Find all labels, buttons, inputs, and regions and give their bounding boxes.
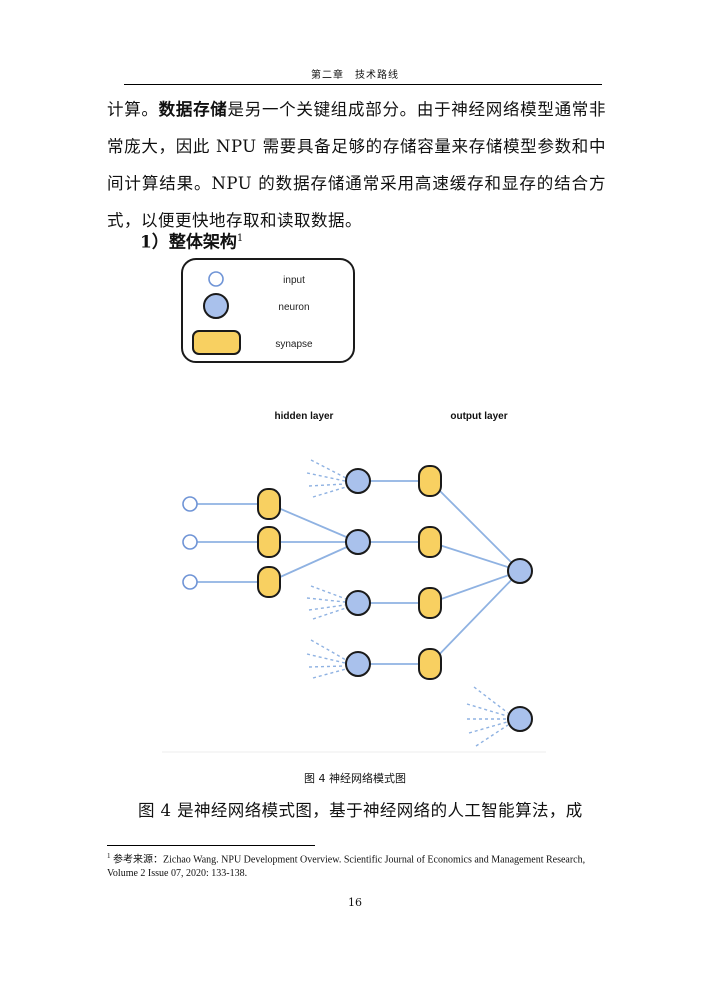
dashed-connections [306, 459, 509, 747]
output-layer [507, 558, 533, 732]
synapse-node [257, 488, 281, 520]
input-node [182, 574, 198, 590]
legend-neuron-label: neuron [278, 302, 309, 313]
hidden-layer [345, 468, 371, 677]
synapse-node [257, 566, 281, 598]
header-rule [124, 84, 602, 85]
synapse-layer-2 [418, 465, 442, 680]
hidden-neuron [345, 468, 371, 494]
paragraph-rest: 是另一个关键组成部分。由于神经网络模型通常非常庞大，因此 NPU 需要具备足够的… [107, 100, 607, 230]
footnote-number: 1 [107, 852, 111, 860]
neural-network-figure: input neuron synapse hidden layer output… [162, 258, 546, 753]
output-layer-label: output layer [450, 411, 507, 422]
footnote-rule [107, 845, 315, 846]
footnote-marker: 1 [236, 233, 244, 244]
synapse-node [418, 648, 442, 680]
legend-synapse-label: synapse [275, 339, 313, 350]
synapse-node [418, 526, 442, 558]
input-node [182, 496, 198, 512]
output-neuron [507, 558, 533, 584]
footnote: 1 参考来源：Zichao Wang. NPU Development Over… [107, 849, 607, 881]
hidden-neuron [345, 529, 371, 555]
footnote-text: 参考来源：Zichao Wang. NPU Development Overvi… [107, 854, 586, 880]
connections [197, 480, 521, 665]
paragraph-lead: 计算。 [107, 100, 159, 119]
input-node-icon [208, 271, 224, 287]
output-neuron [507, 706, 533, 732]
section-heading-text: 1）整体架构 [140, 232, 237, 253]
body-paragraph-1: 计算。数据存储是另一个关键组成部分。由于神经网络模型通常非常庞大，因此 NPU … [107, 91, 606, 239]
synapse-layer-1 [257, 488, 281, 598]
hidden-neuron [345, 651, 371, 677]
synapse-node-icon [192, 330, 241, 355]
neuron-node-icon [203, 293, 229, 319]
synapse-node [418, 465, 442, 497]
figure-caption: 图 4 神经网络模式图 [304, 772, 406, 785]
input-layer [182, 496, 198, 590]
section-heading: 1）整体架构1 [140, 224, 243, 258]
body-paragraph-2: 图 4 是神经网络模式图，基于神经网络的人工智能算法，成 [138, 801, 583, 820]
hidden-layer-label: hidden layer [275, 411, 334, 422]
synapse-node [418, 587, 442, 619]
hidden-neuron [345, 590, 371, 616]
synapse-node [257, 526, 281, 558]
running-header: 第二章 技术路线 [311, 70, 399, 81]
page-number: 16 [348, 896, 362, 909]
legend-input-label: input [283, 275, 305, 286]
input-node [182, 534, 198, 550]
bold-term: 数据存储 [158, 100, 228, 119]
